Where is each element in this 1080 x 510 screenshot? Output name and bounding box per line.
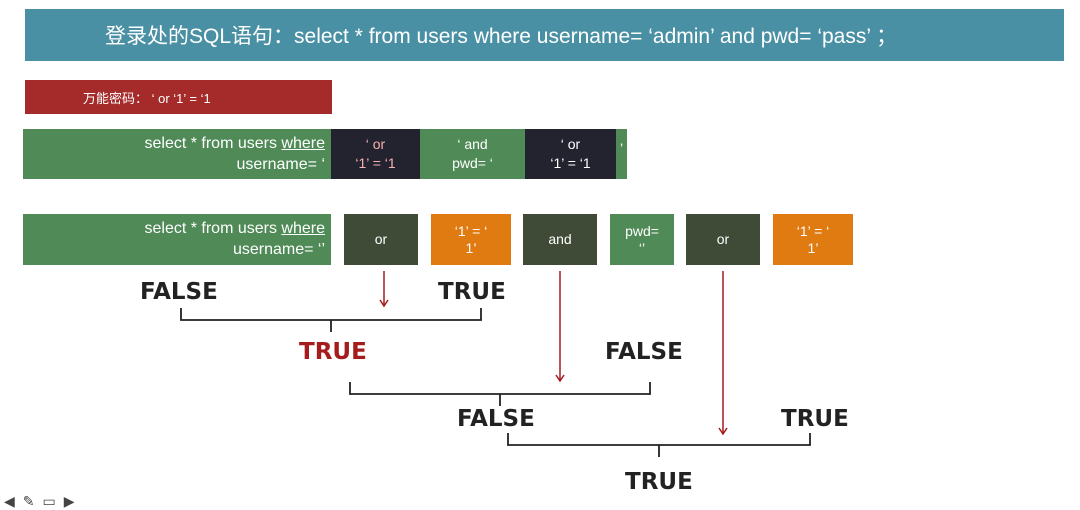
presentation-toolbar: ◀✎▭▶	[4, 493, 83, 510]
row1-or2-line1: ‘ or	[560, 136, 581, 152]
pen-icon[interactable]: ✎	[22, 493, 43, 509]
bracket-level1	[180, 308, 482, 321]
label-true-final: TRUE	[625, 469, 693, 495]
row2-token-eq1: ‘1’ = ‘ 1’	[431, 214, 511, 265]
label-true-eq1: TRUE	[438, 279, 506, 305]
row1-and-line1: ‘ and	[457, 136, 488, 152]
row1-trail-text: ’	[620, 140, 624, 156]
bracket-level3	[507, 433, 811, 446]
bracket-level2	[349, 382, 651, 395]
sql-title-bar: 登录处的SQL语句：select * from users where user…	[25, 9, 1064, 61]
row2-eq1-line2: 1’	[465, 239, 477, 256]
row2-token-or2: or	[686, 214, 760, 265]
row1-and-pwd-cell: ‘ and pwd= ‘	[420, 129, 525, 179]
row1-select-line1: select * from users	[144, 135, 282, 152]
row2-select-box: select * from users where username= ‘’	[23, 214, 331, 265]
row2-eq1-line1: ‘1’ = ‘	[454, 222, 488, 239]
row1-select-line2: username= ‘	[236, 156, 326, 173]
prev-icon[interactable]: ◀	[4, 493, 23, 509]
row1-injected-or2-cell: ‘ or ‘1’ = ‘1	[525, 129, 616, 179]
row1-or-line2: ‘1’ = ‘1	[355, 155, 396, 171]
row2-token-or2-text: or	[716, 231, 730, 247]
row2-token-pwd: pwd= ‘’	[610, 214, 674, 265]
row2-token-and-text: and	[548, 231, 572, 247]
label-true-or-result: TRUE	[299, 339, 367, 365]
row2-select-where: where	[281, 220, 325, 237]
row2-token-eq2: ‘1’ = ‘ 1’	[773, 214, 853, 265]
row1-select-box: select * from users where username= ‘	[23, 129, 331, 179]
row2-token-or-text: or	[374, 231, 388, 247]
row2-pwd-line1: pwd=	[625, 222, 659, 239]
row2-token-or: or	[344, 214, 418, 265]
row2-eq2-line2: 1’	[807, 239, 819, 256]
next-icon[interactable]: ▶	[63, 493, 83, 509]
label-false-and-result: FALSE	[457, 406, 535, 432]
label-false-pwd: FALSE	[605, 339, 683, 365]
row1-or-line1: ‘ or	[365, 136, 386, 152]
master-password-text: 万能密码： ‘ or ‘1’ = ‘1	[83, 90, 211, 106]
row2-pwd-line2: ‘’	[638, 239, 646, 256]
row1-trailing-quote: ’	[616, 129, 627, 179]
row2-eq2-line1: ‘1’ = ‘	[796, 222, 830, 239]
row2-select-line2: username= ‘’	[232, 241, 325, 258]
row1-and-line2: pwd= ‘	[452, 155, 493, 171]
label-true-eq2: TRUE	[781, 406, 849, 432]
label-false-username: FALSE	[140, 279, 218, 305]
row2-select-line1: select * from users	[144, 220, 282, 237]
row1-or2-line2: ‘1’ = ‘1	[550, 155, 591, 171]
row1-injected-or-cell: ‘ or ‘1’ = ‘1	[331, 129, 420, 179]
menu-icon[interactable]: ▭	[42, 493, 64, 509]
master-password-bar: 万能密码： ‘ or ‘1’ = ‘1	[25, 80, 332, 114]
row1-select-where: where	[281, 135, 325, 152]
row2-token-and: and	[523, 214, 597, 265]
sql-title-text: 登录处的SQL语句：select * from users where user…	[105, 25, 898, 48]
